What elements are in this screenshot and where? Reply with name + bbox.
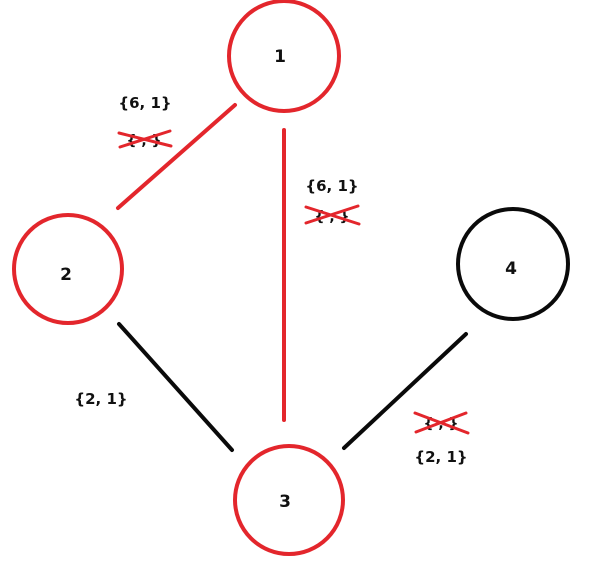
edge-3-4-crossed-out-value: { , } [413, 411, 470, 435]
node-1-label: 1 [274, 47, 286, 67]
node-4-circle [456, 207, 570, 321]
node-2-circle [12, 213, 124, 325]
edge-1-3-crossed-out-value: { , } [304, 204, 361, 226]
edge-1-2-label: {6, 1} [118, 94, 171, 112]
edge-1-2-crossed-out-value: { , } [117, 129, 173, 149]
edge-3-4 [342, 332, 468, 450]
edge-3-4-label: {2, 1} [414, 448, 467, 466]
edge-2-3 [117, 322, 234, 452]
edge-1-2 [116, 103, 237, 210]
node-4-label: 4 [505, 259, 517, 279]
node-1-circle [227, 0, 341, 113]
node-2-label: 2 [60, 265, 72, 285]
edge-2-3-label: {2, 1} [74, 390, 127, 408]
node-3-label: 3 [279, 492, 291, 512]
node-3-circle [233, 444, 345, 556]
edge-1-3-label: {6, 1} [305, 177, 358, 195]
